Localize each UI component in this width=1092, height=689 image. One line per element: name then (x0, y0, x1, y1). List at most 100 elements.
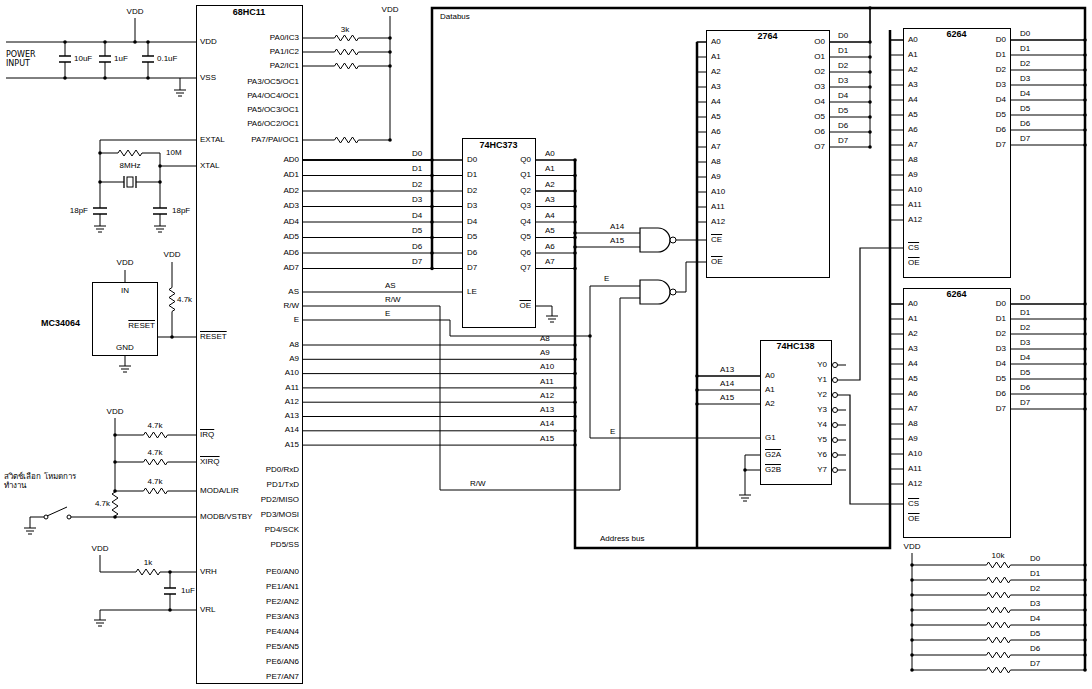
junction-dot (98, 151, 102, 155)
junction-dot (910, 608, 914, 612)
circuit-wiring (6, 6, 1087, 673)
schematic-label: D3 (996, 345, 1006, 354)
wire (30, 517, 44, 518)
wire (676, 240, 706, 241)
inverter-bubble (670, 289, 676, 295)
connector-layer (158, 8, 1085, 548)
wire (160, 166, 196, 167)
wire (890, 394, 903, 395)
schematic-label: D7 (467, 264, 477, 273)
wire (890, 85, 903, 86)
junction-dot (103, 40, 107, 44)
schematic-label: 10k (992, 552, 1005, 561)
schematic-label: OE (519, 302, 531, 311)
wire (1011, 379, 1085, 380)
resistor-symbol (115, 488, 196, 494)
schematic-label: Y1 (817, 376, 827, 385)
wire (697, 117, 706, 118)
schematic-label: XIRQ (200, 458, 220, 467)
switch-contact (67, 515, 71, 519)
junction-dot (388, 36, 392, 40)
schematic-label: A3 (711, 83, 721, 92)
junction-dot (388, 50, 392, 54)
resistor-symbol (115, 432, 196, 438)
resistor-symbol (912, 652, 1085, 658)
wire (94, 620, 106, 621)
schematic-label: O6 (814, 128, 825, 137)
wire (105, 42, 106, 56)
schematic-label: A12 (285, 398, 299, 407)
wire (890, 424, 903, 425)
schematic-label: A12 (908, 216, 922, 225)
junction-dot (1083, 653, 1087, 657)
schematic-label: A2 (908, 330, 918, 339)
wire (100, 140, 196, 208)
resistor-symbol (303, 49, 390, 55)
junction-dot (910, 563, 914, 567)
schematic-label: Y6 (817, 451, 827, 460)
wire (830, 132, 870, 133)
inverter-bubble (833, 393, 838, 398)
schematic-label: O0 (814, 38, 825, 47)
wire (148, 42, 149, 56)
schematic-label: A1 (908, 315, 918, 324)
junction-dot (910, 653, 914, 657)
wire (890, 145, 903, 146)
schematic-label: D4 (996, 360, 1006, 369)
schematic-label: VDD (382, 6, 399, 15)
wire (105, 62, 106, 78)
wire (303, 373, 575, 374)
schematic-label: A12 (540, 392, 554, 401)
schematic-label: D2 (1020, 324, 1030, 333)
schematic-label: D2 (412, 181, 422, 190)
schematic-label: A6 (908, 390, 918, 399)
schematic-label: Y7 (817, 466, 827, 475)
schematic-label: D7 (412, 258, 422, 267)
signal-wire (303, 8, 1085, 160)
wire (135, 176, 136, 188)
junction-dot (1083, 638, 1087, 642)
schematic-label: VDD (127, 8, 144, 17)
junction-dot (1083, 668, 1087, 672)
inverter-bubble (670, 237, 676, 243)
schematic-label: A8 (711, 158, 721, 167)
schematic-label: PE6/AN6 (266, 658, 299, 667)
wire (158, 232, 162, 233)
schematic-label: A7 (908, 405, 918, 414)
wire (303, 345, 575, 346)
schematic-label: R/W (385, 296, 401, 305)
junction-dot (1083, 623, 1087, 627)
junction-dot (388, 64, 392, 68)
schematic-label: A9 (540, 349, 550, 358)
schematic-label: AD0 (283, 156, 299, 165)
schematic-label: O1 (814, 53, 825, 62)
schematic-label: A3 (545, 196, 555, 205)
wire (1011, 55, 1085, 56)
schematic-label: PA7/PAI/OC1 (251, 136, 299, 145)
schematic-label: A15 (285, 441, 299, 450)
schematic-label: D1 (412, 165, 422, 174)
schematic-label: A9 (908, 435, 918, 444)
junction-dot (133, 40, 137, 44)
schematic-label: D5 (1020, 105, 1030, 114)
inverter-bubble (833, 408, 838, 413)
wire (99, 55, 111, 57)
wire (890, 454, 903, 455)
wire (1011, 130, 1085, 131)
wire (890, 334, 903, 335)
schematic-label: POWER INPUT (6, 51, 46, 69)
schematic-label: D0 (1020, 294, 1030, 303)
wire (838, 410, 847, 411)
resistor-symbol (912, 622, 1085, 628)
schematic-label: Address bus (600, 535, 644, 544)
schematic-label: 1k (144, 559, 152, 568)
wire (697, 222, 706, 223)
wire (96, 623, 104, 624)
wire (830, 72, 870, 73)
schematic-label: D2 (467, 187, 477, 196)
schematic-label: 3k (341, 26, 349, 35)
wire (180, 78, 181, 90)
schematic-label: CE (711, 236, 722, 245)
wire (830, 57, 870, 58)
wire (303, 175, 462, 176)
